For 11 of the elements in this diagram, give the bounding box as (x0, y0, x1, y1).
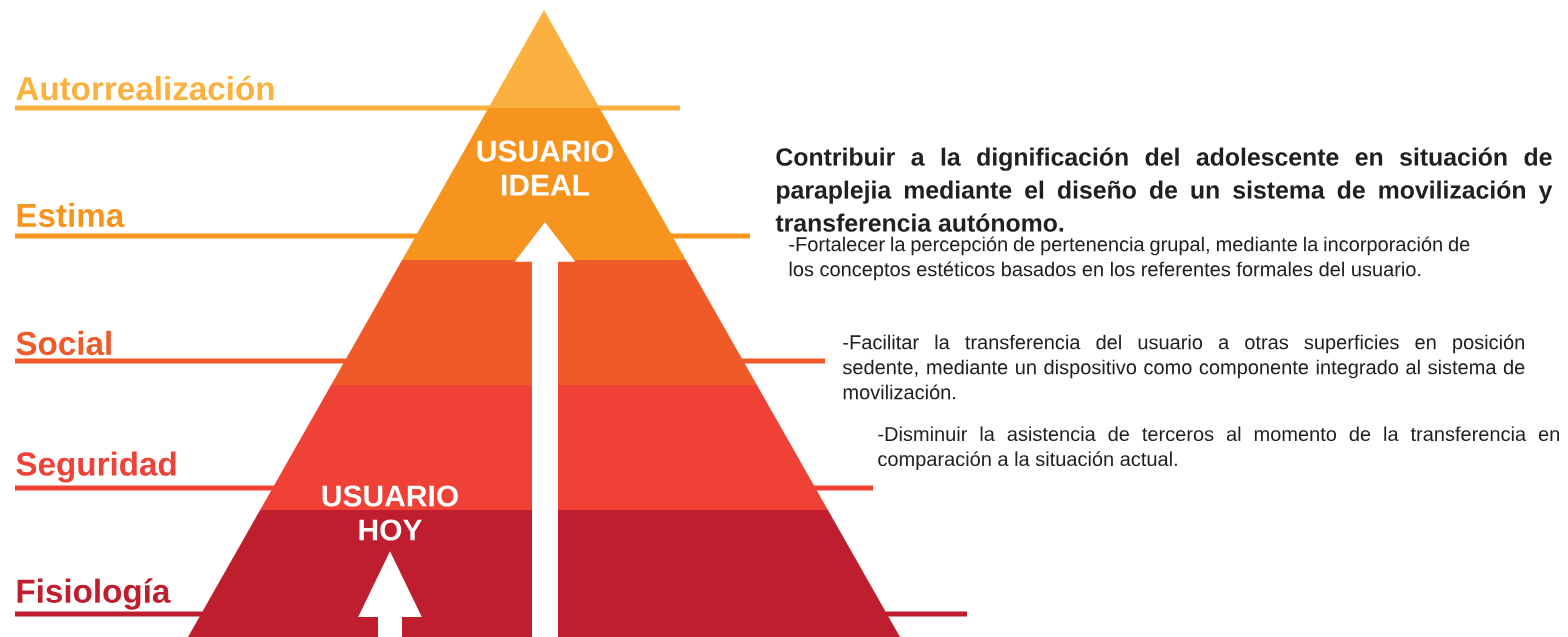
objective-text: -Fortalecer la percepción de pertenencia grupal, mediante la incorporación de los conceptos estéticos basados en los referentes formales del usuario. (789, 236, 1470, 281)
level-label: Seguridad (16, 451, 176, 483)
level-label: Autorrealización (16, 75, 274, 101)
level-label: Estima (17, 202, 125, 228)
level-label: Fisiología (17, 578, 171, 610)
objective-text: -Disminuir la asistencia de terceros al momento de la transferencia en comparación a la situación actual. (878, 426, 1559, 471)
node-label: USUARIO HOY (322, 485, 458, 541)
objective-text: -Facilitar la transferencia del usuario a otras superficies en posición sedente, mediante un dispositivo como componente integrado al sistema de movilización. (843, 334, 1525, 400)
node-label: USUARIO IDEAL (477, 140, 613, 196)
objective-heading: Contribuir a la dignificación del adolescente en situación de paraplejia mediante el diseño de un sistema de movilización y transferencia autónomo. (775, 147, 1553, 232)
level-label: Social (16, 330, 111, 356)
